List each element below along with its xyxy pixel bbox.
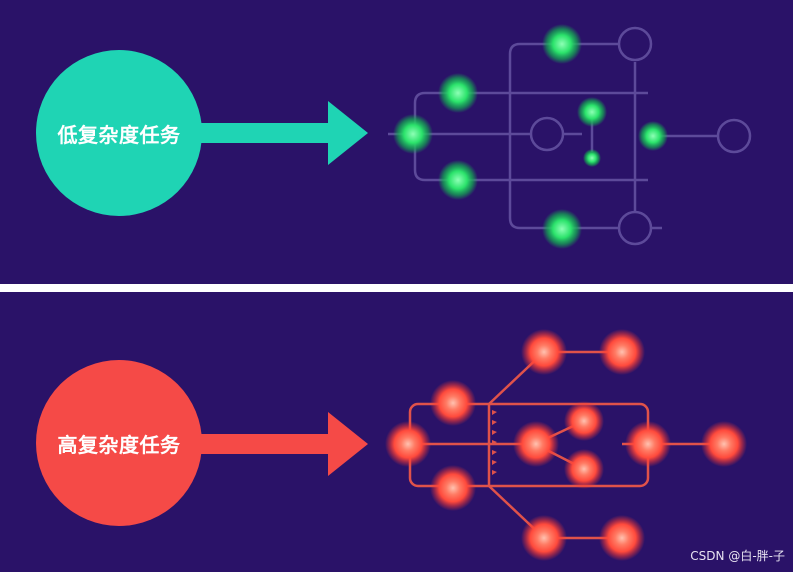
low-complexity-panel: 低复杂度任务: [0, 0, 793, 284]
watermark: CSDN @白-胖-子: [690, 549, 785, 563]
high-complexity-arrow: [196, 412, 368, 476]
red-node: [564, 449, 604, 489]
green-node: [583, 149, 601, 167]
red-node: [430, 380, 476, 426]
green-node: [577, 97, 607, 127]
red-node: [385, 421, 431, 467]
green-node: [438, 160, 478, 200]
panel-divider: [0, 284, 793, 292]
high-complexity-circle: 高复杂度任务: [36, 360, 202, 526]
red-node: [599, 329, 645, 375]
green-node: [542, 209, 582, 249]
red-node: [521, 329, 567, 375]
low-complexity-label: 低复杂度任务: [57, 122, 181, 147]
green-node: [542, 24, 582, 64]
low-complexity-circle: 低复杂度任务: [36, 50, 202, 216]
red-node: [599, 515, 645, 561]
red-nodes: [385, 329, 747, 561]
low-complexity-network: [388, 24, 752, 249]
low-complexity-arrow: [196, 101, 368, 165]
tick-marks: [492, 410, 497, 475]
green-nodes: [393, 24, 668, 249]
high-complexity-label: 高复杂度任务: [57, 432, 181, 457]
high-complexity-panel: 高复杂度任务: [0, 292, 793, 572]
red-node: [513, 421, 559, 467]
red-node: [564, 401, 604, 441]
red-node: [430, 465, 476, 511]
green-node: [393, 114, 433, 154]
red-node: [625, 421, 671, 467]
green-node: [638, 121, 668, 151]
high-complexity-network: [385, 329, 747, 561]
red-node: [521, 515, 567, 561]
green-node: [438, 73, 478, 113]
red-node: [701, 421, 747, 467]
